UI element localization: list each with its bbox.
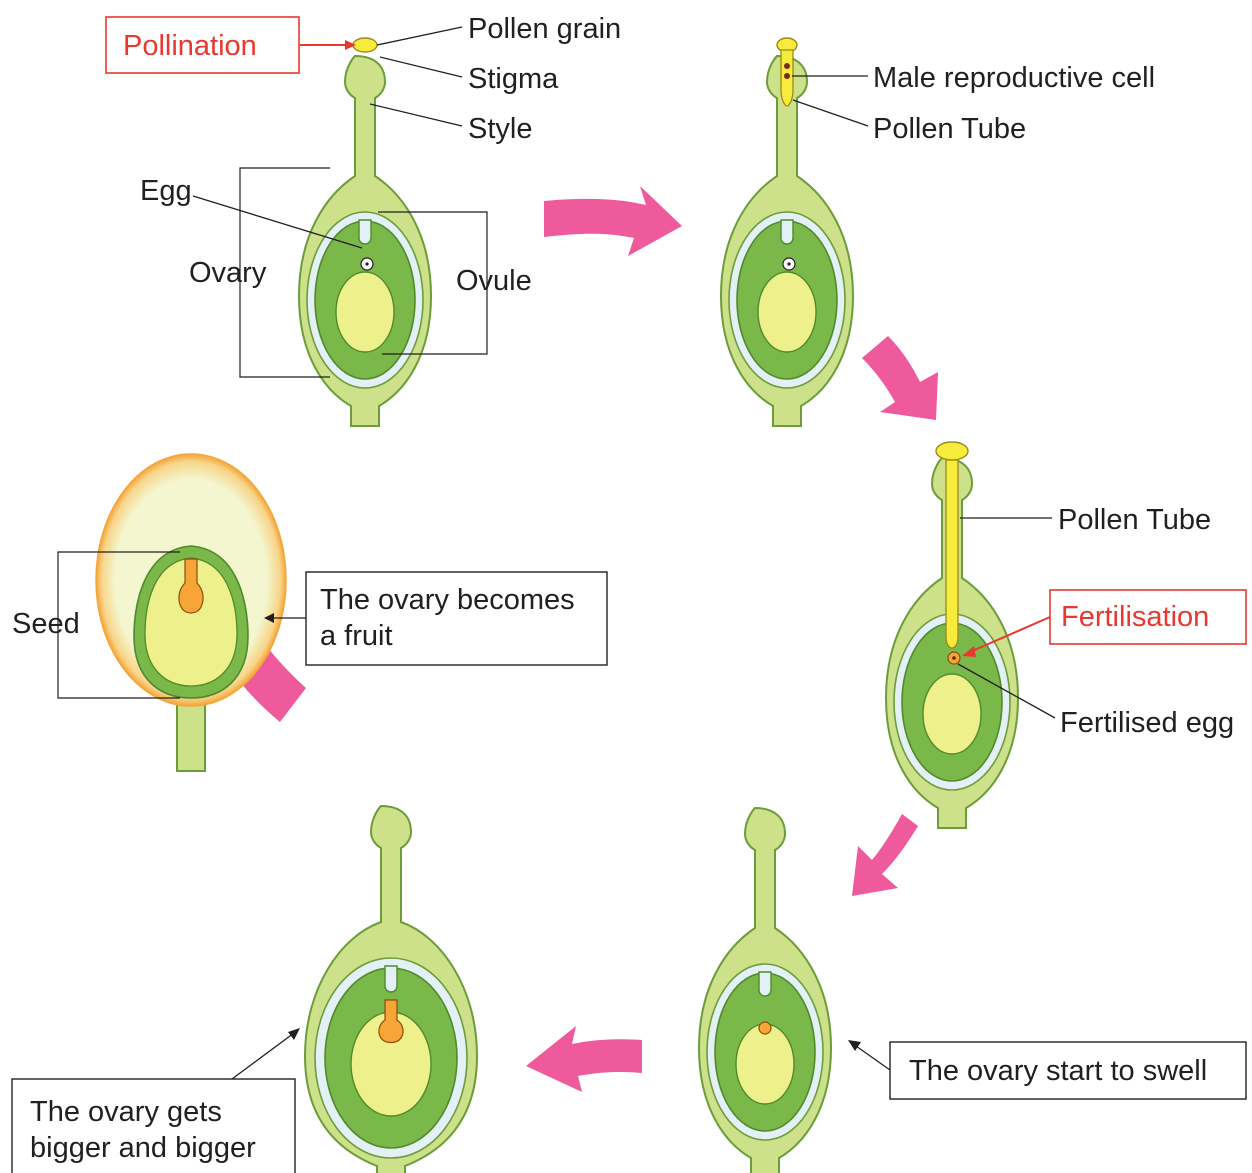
- style-leader: [370, 104, 462, 126]
- ovule-core: [736, 1024, 794, 1104]
- stage-pollen-tube: [721, 38, 853, 426]
- micropyle: [385, 966, 397, 992]
- flow-arrow-3: [852, 814, 918, 896]
- seed-label: Seed: [12, 608, 80, 640]
- ovule-label: Ovule: [456, 265, 532, 297]
- bigger-line2: bigger and bigger: [30, 1132, 256, 1164]
- stage-fertilisation: [886, 442, 1018, 828]
- flow-arrow-2: [862, 336, 938, 420]
- bigger-arrowhead: [288, 1028, 300, 1040]
- pollen-tube-1-leader: [793, 100, 868, 126]
- ovule-core: [336, 272, 394, 352]
- pollen-tube-long: [946, 460, 958, 648]
- pollination-label: Pollination: [123, 30, 257, 62]
- male-cell-2: [784, 73, 790, 79]
- swell-label: The ovary start to swell: [909, 1055, 1207, 1087]
- ovule-core: [758, 272, 816, 352]
- micropyle: [359, 220, 371, 244]
- fruit-line2: a fruit: [320, 620, 393, 652]
- bigger-line1: The ovary gets: [30, 1096, 222, 1128]
- fertilised-egg-label: Fertilised egg: [1060, 707, 1234, 739]
- ovule-core: [923, 674, 981, 754]
- swell-pointer: [856, 1046, 890, 1070]
- stage-bigger: [305, 806, 477, 1173]
- stigma-label: Stigma: [468, 63, 559, 95]
- male-cell-1: [784, 63, 790, 69]
- pollen-tube-1-label: Pollen Tube: [873, 113, 1026, 145]
- stage-swell: [699, 808, 831, 1173]
- flow-arrow-1: [544, 186, 682, 256]
- micropyle: [759, 972, 771, 996]
- egg-nucleus: [787, 262, 790, 265]
- stigma-leader: [380, 57, 462, 77]
- ovary-label: Ovary: [189, 257, 267, 289]
- pollen-grain: [936, 442, 968, 460]
- pollen-tube-2-label: Pollen Tube: [1058, 504, 1211, 536]
- egg-label: Egg: [140, 175, 192, 207]
- fertilisation-label: Fertilisation: [1061, 601, 1209, 633]
- male-cell-label: Male reproductive cell: [873, 62, 1155, 94]
- swell-arrowhead: [848, 1040, 861, 1051]
- flow-arrow-4: [526, 1026, 642, 1092]
- style-label: Style: [468, 113, 532, 145]
- early-embryo: [759, 1022, 771, 1034]
- pollen-grain-leader: [377, 27, 462, 45]
- bigger-pointer: [232, 1033, 294, 1079]
- fertilised-egg-nucleus: [952, 656, 956, 660]
- pollen-grain-label: Pollen grain: [468, 13, 621, 45]
- egg-nucleus: [365, 262, 368, 265]
- micropyle: [781, 220, 793, 244]
- fruit-line1: The ovary becomes: [320, 584, 575, 616]
- stage-fruit: [96, 454, 286, 771]
- stage-pollination: [299, 38, 431, 426]
- pollen-grain: [353, 38, 377, 52]
